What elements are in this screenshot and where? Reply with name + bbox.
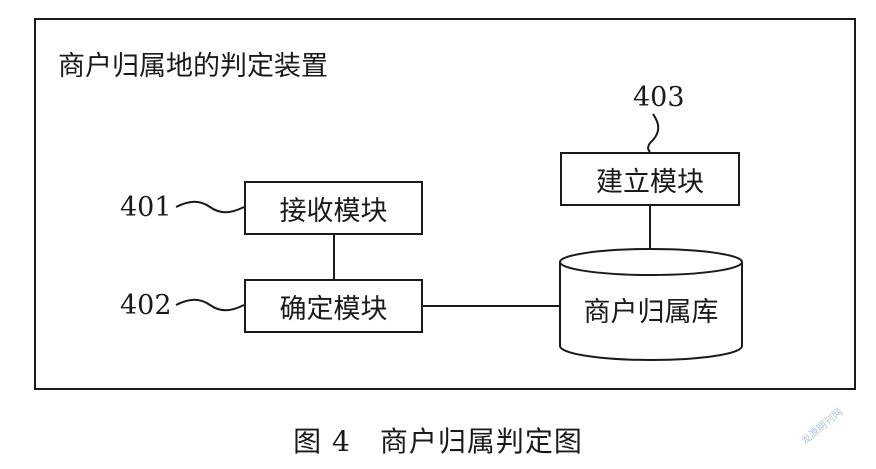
ref-403: 403 bbox=[633, 82, 685, 113]
ref-401: 401 bbox=[120, 192, 172, 223]
device-frame bbox=[34, 18, 856, 390]
leader-402 bbox=[175, 298, 245, 312]
ref-402: 402 bbox=[120, 290, 172, 321]
build-module-box: 建立模块 bbox=[560, 152, 740, 206]
confirm-module-label: 确定模块 bbox=[279, 293, 388, 325]
figure-caption: 图 4 商户归属判定图 bbox=[293, 425, 583, 458]
leader-403 bbox=[647, 113, 660, 153]
receive-module-label: 接收模块 bbox=[279, 195, 388, 227]
leader-401 bbox=[175, 200, 245, 214]
diagram-title: 商户归属地的判定装置 bbox=[58, 51, 328, 82]
database-label: 商户归属库 bbox=[583, 297, 719, 328]
build-module-label: 建立模块 bbox=[596, 166, 704, 198]
database-cylinder bbox=[559, 248, 743, 361]
confirm-module-box: 确定模块 bbox=[244, 279, 423, 333]
receive-module-box: 接收模块 bbox=[244, 181, 423, 235]
